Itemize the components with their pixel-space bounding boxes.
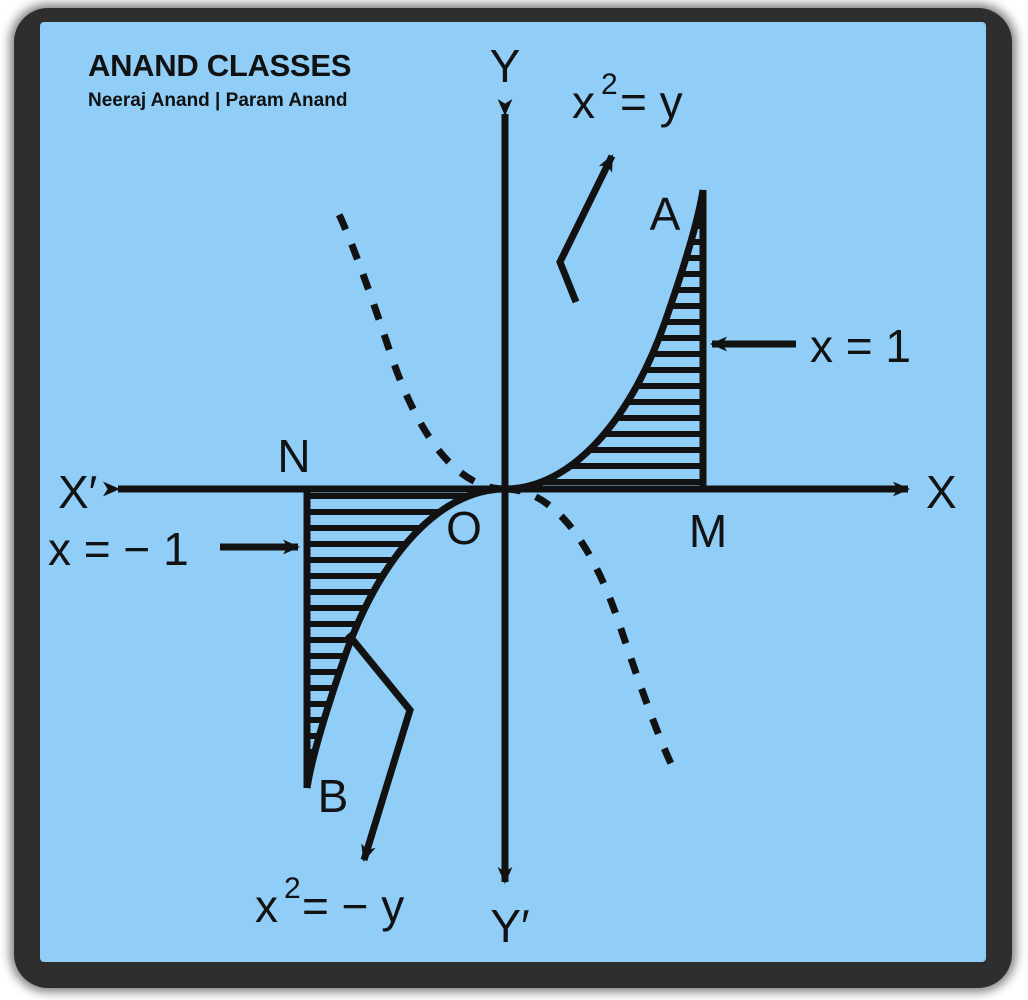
brand-title: ANAND CLASSES [88,48,352,83]
brand-subtitle: Neeraj Anand | Param Anand [88,90,348,111]
point-label-b: B [318,770,349,822]
curve-parabola-up-solid [504,189,707,493]
label-parabola-down-base: x [255,880,278,932]
label-parabola-down-equation: x 2 = − y [255,872,404,932]
point-label-m: M [689,505,727,557]
figure-canvas: ANAND CLASSES Neeraj Anand | Param Anand [40,22,986,962]
curve-parabola-up-dashed [329,199,506,493]
leader-parabola-down [345,631,414,862]
axis-label-y-positive: Y [490,40,521,92]
point-label-n: N [277,430,310,482]
label-x-equals-minus-1: x = − 1 [48,523,189,575]
axis-label-x-negative: X′ [58,466,97,518]
curve-parabola-down-dashed [504,485,681,779]
label-parabola-up-base: x [572,76,595,128]
axis-label-y-negative: Y′ [490,900,529,952]
axis-label-x-positive: X [926,466,957,518]
label-parabola-up-exponent: 2 [601,68,618,101]
leader-parabola-up [556,154,616,304]
label-parabola-up-rhs: = y [620,76,683,128]
label-parabola-up-equation: x 2 = y [572,68,683,128]
point-label-a: A [650,188,681,240]
shaded-region-OMA [505,191,703,485]
brand-block: ANAND CLASSES Neeraj Anand | Param Anand [88,50,351,110]
curve-parabola-down-solid [303,485,506,789]
label-x-equals-1: x = 1 [810,320,911,372]
label-parabola-down-rhs: = − y [302,880,404,932]
point-label-origin: O [446,502,482,554]
label-parabola-down-exponent: 2 [284,872,301,905]
coordinate-diagram: X′ X Y Y′ O A M N B x 2 = y x 2 = − y [48,40,957,952]
